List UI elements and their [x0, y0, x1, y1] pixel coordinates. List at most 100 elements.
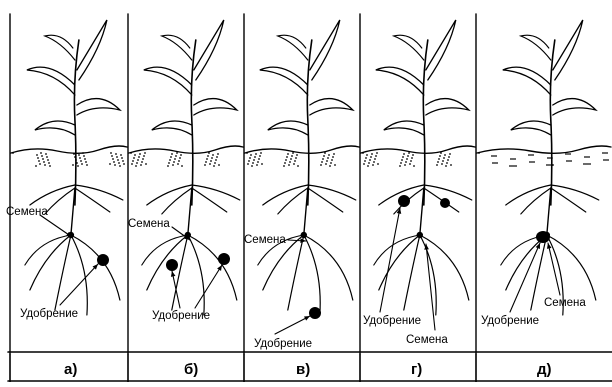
- panel-1-soil-dot: [216, 156, 218, 158]
- panel-1-soil-dot: [136, 162, 138, 164]
- panel-1-soil-dot: [217, 153, 219, 155]
- panel-a-seed-label: Семена: [6, 207, 48, 219]
- panel-2-soil-dot: [254, 156, 256, 158]
- panel-a-fertilizer-label: Удобрение: [20, 309, 78, 321]
- panel-1-soil-dot: [178, 160, 180, 162]
- panel-4-soil-dot: [606, 152, 608, 154]
- panel-1-soil-dot: [138, 156, 140, 158]
- panel-1-soil-dot: [137, 159, 139, 161]
- panel-g-fertilizer-granule-left: [398, 195, 410, 207]
- panel-g-fertilizer-label: Удобрение: [363, 316, 421, 328]
- panel-0-soil-dot: [49, 165, 51, 167]
- panel-v-fertilizer-label: Удобрение: [254, 339, 312, 351]
- panel-3-soil-dot: [444, 154, 446, 156]
- panel-1-soil-dot: [208, 152, 210, 154]
- panel-2-soil-dot: [296, 154, 298, 156]
- panel-1-soil-dot: [132, 160, 134, 162]
- panel-1-soil-dot: [169, 159, 171, 161]
- panel-4-soil-dot: [603, 159, 605, 161]
- panel-2-soil-dot: [320, 164, 322, 166]
- panel-2-soil-dot: [324, 152, 326, 154]
- panel-2-soil-dot: [257, 161, 259, 163]
- panel-3-soil-dot: [405, 161, 407, 163]
- panel-4-soil-dot: [494, 162, 496, 164]
- panel-3-soil-dot: [373, 161, 375, 163]
- panel-1-soil-dot: [134, 154, 136, 156]
- panel-0-soil-dot: [46, 156, 48, 158]
- panel-3-soil-dot: [449, 153, 451, 155]
- panel-3-soil-dot: [401, 159, 403, 161]
- panel-2-soil-dot: [256, 164, 258, 166]
- panel-3-soil-dot: [404, 164, 406, 166]
- panel-3-soil-dot: [369, 159, 371, 161]
- panel-4-soil-dot: [605, 159, 607, 161]
- panel-2-soil-dot: [327, 157, 329, 159]
- panel-3-soil-dot: [450, 164, 452, 166]
- panel-3-soil-dot: [370, 156, 372, 158]
- panel-4-soil-dot: [512, 158, 514, 160]
- panel-2-soil-dot: [328, 154, 330, 156]
- panel-1-soil-dot: [172, 164, 174, 166]
- panel-b-caption: б): [184, 362, 198, 377]
- panel-0-soil-dot: [120, 154, 122, 156]
- panel-d-caption: д): [537, 362, 552, 377]
- panel-0-soil-dot: [73, 153, 75, 155]
- panel-0-soil-dot: [84, 158, 86, 160]
- panel-0-soil-dot: [41, 155, 43, 157]
- panel-3-soil-dot: [410, 160, 412, 162]
- panel-0-soil-dot: [80, 160, 82, 162]
- panel-4-soil-dot: [566, 160, 568, 162]
- panel-3-soil-dot: [437, 161, 439, 163]
- panel-0-soil-dot: [123, 163, 125, 165]
- panel-0-soil-dot: [110, 152, 112, 154]
- panel-3-soil-dot: [371, 153, 373, 155]
- panel-2-soil-dot: [255, 153, 257, 155]
- panel-4-soil-dot: [491, 155, 493, 157]
- panel-2-soil-dot: [252, 162, 254, 164]
- panel-2-soil-dot: [322, 158, 324, 160]
- panel-3-soil-dot: [377, 163, 379, 165]
- panel-0-soil-dot: [37, 157, 39, 159]
- panel-3-soil-dot: [438, 158, 440, 160]
- panel-4-soil-dot: [547, 157, 549, 159]
- panel-4-soil-dot: [546, 164, 548, 166]
- panel-1-soil-dot: [207, 155, 209, 157]
- panel-4-soil-dot: [509, 165, 511, 167]
- panel-1-soil-dot: [204, 164, 206, 166]
- panel-1-soil-dot: [211, 157, 213, 159]
- panel-1-soil-dot: [133, 157, 135, 159]
- panel-1-soil-dot: [175, 155, 177, 157]
- panel-2-soil-dot: [295, 157, 297, 159]
- panel-4-soil-dot: [478, 152, 480, 154]
- panel-1-soil-dot: [218, 164, 220, 166]
- panel-3-soil-dot: [367, 165, 369, 167]
- panel-4-soil-dot: [493, 155, 495, 157]
- panel-3-soil-dot: [443, 157, 445, 159]
- panel-3-soil-dot: [439, 155, 441, 157]
- panel-0-soil-dot: [12, 152, 14, 154]
- panel-2-soil-dot: [289, 161, 291, 163]
- panel-3-soil-dot: [365, 157, 367, 159]
- panel-1-soil-dot: [170, 156, 172, 158]
- panel-1-soil-dot: [131, 163, 133, 165]
- panel-3-soil-dot: [436, 164, 438, 166]
- panel-0-soil-dot: [44, 164, 46, 166]
- panel-2-soil-dot: [333, 153, 335, 155]
- panel-1-soil-dot: [173, 161, 175, 163]
- panel-1-soil-dot: [209, 163, 211, 165]
- panel-3-soil-dot: [448, 156, 450, 158]
- panel-0-soil-dot: [118, 162, 120, 164]
- panel-4-soil-dot: [531, 161, 533, 163]
- panel-v-caption: в): [296, 362, 310, 377]
- panel-2-soil-dot: [321, 161, 323, 163]
- panel-0-soil-dot: [109, 163, 111, 165]
- panel-b-fertilizer-granule-left: [166, 259, 178, 271]
- panel-b-seed-label: Семена: [128, 219, 170, 231]
- panel-4-soil-dot: [495, 155, 497, 157]
- panel-1-soil-dot: [144, 152, 146, 154]
- panel-b-fertilizer-label: Удобрение: [152, 311, 210, 323]
- panel-3-soil-dot: [445, 165, 447, 167]
- panel-4-soil-dot: [602, 152, 604, 154]
- panel-0-soil-dot: [85, 161, 87, 163]
